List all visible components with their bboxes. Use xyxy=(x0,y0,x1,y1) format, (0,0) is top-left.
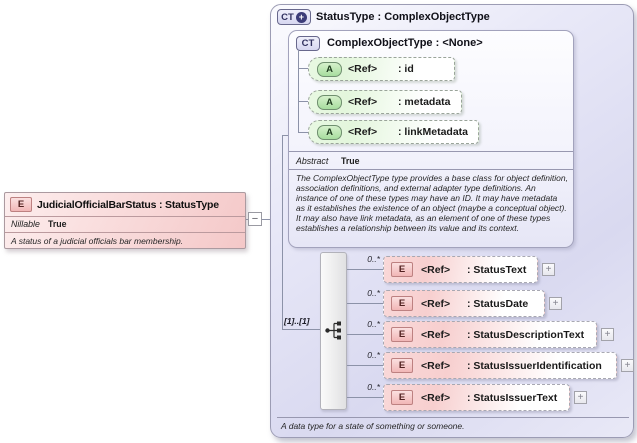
elem-stub-4 xyxy=(347,365,383,366)
element-name: : StatusIssuerIdentification xyxy=(467,359,602,372)
statustype-title: StatusType : ComplexObjectType xyxy=(316,11,490,23)
element-ref-statustext[interactable]: E <Ref> : StatusText + xyxy=(383,256,555,283)
ref-keyword: <Ref> xyxy=(421,297,451,310)
expand-button[interactable]: + xyxy=(574,391,587,404)
element-ref-statusissueridentification[interactable]: E <Ref> : StatusIssuerIdentification + xyxy=(383,352,634,379)
abstract-label: Abstract xyxy=(296,156,329,166)
elem-stub-1 xyxy=(347,269,383,270)
collapse-button[interactable]: − xyxy=(248,212,262,226)
expand-button[interactable]: + xyxy=(601,328,614,341)
connector-base-stub xyxy=(282,135,288,136)
complexobjecttype-description: The ComplexObjectType type provides a ba… xyxy=(296,173,568,233)
occurs-label: 0..* xyxy=(367,288,380,298)
attribute-ref-id[interactable]: A <Ref> : id xyxy=(308,57,455,81)
ct-extension-badge: CT+ xyxy=(277,9,311,25)
element-icon: E xyxy=(391,327,413,342)
ct-badge: CT xyxy=(296,36,320,51)
cardinality-label: [1]..[1] xyxy=(284,316,310,326)
attribute-ref-linkmetadata[interactable]: A <Ref> : linkMetadata xyxy=(308,120,480,144)
element-ref-statusdate[interactable]: E <Ref> : StatusDate + xyxy=(383,290,562,317)
ct-badge-label: CT xyxy=(281,11,294,23)
element-name: : StatusDescriptionText xyxy=(467,328,585,341)
ref-keyword: <Ref> xyxy=(348,126,378,138)
ref-keyword: <Ref> xyxy=(421,328,451,341)
connector-vertical xyxy=(282,135,283,329)
ref-keyword: <Ref> xyxy=(421,263,451,276)
element-icon: E xyxy=(10,197,32,212)
element-name: : StatusDate xyxy=(467,297,529,310)
ref-keyword: <Ref> xyxy=(348,96,378,108)
attribute-name: : id xyxy=(398,63,414,75)
elem-stub-5 xyxy=(347,397,383,398)
element-icon: E xyxy=(391,296,413,311)
separator xyxy=(289,151,573,152)
expand-button[interactable]: + xyxy=(549,297,562,310)
occurs-label: 0..* xyxy=(367,382,380,392)
ref-keyword: <Ref> xyxy=(421,359,451,372)
attr-stub-2 xyxy=(298,101,308,102)
attribute-ref-metadata[interactable]: A <Ref> : metadata xyxy=(308,90,462,114)
element-icon: E xyxy=(391,358,413,373)
attribute-name: : linkMetadata xyxy=(398,126,469,138)
occurs-label: 0..* xyxy=(367,254,380,264)
occurs-label: 0..* xyxy=(367,350,380,360)
element-name: : StatusText xyxy=(467,263,527,276)
sequence-icon xyxy=(325,321,341,340)
attr-stub-3 xyxy=(298,132,308,133)
sequence-compositor-bar[interactable] xyxy=(320,252,347,410)
connector-to-sequence xyxy=(282,329,320,330)
attr-stub-1 xyxy=(298,68,308,69)
attribute-icon: A xyxy=(317,61,342,77)
attr-tree-line xyxy=(298,50,299,133)
complexobjecttype-title: ComplexObjectType : <None> xyxy=(327,37,483,49)
separator xyxy=(277,417,629,418)
element-ref-statusissuertext[interactable]: E <Ref> : StatusIssuerText + xyxy=(383,384,587,411)
separator xyxy=(5,216,245,217)
attribute-icon: A xyxy=(317,124,342,140)
judicialofficialbarstatus-title: JudicialOfficialBarStatus : StatusType xyxy=(37,199,219,211)
attribute-icon: A xyxy=(317,94,342,110)
nillable-label: Nillable xyxy=(11,219,40,229)
occurs-label: 0..* xyxy=(367,319,380,329)
element-description: A status of a judicial officials bar mem… xyxy=(11,236,184,246)
element-icon: E xyxy=(391,262,413,277)
nillable-value: True xyxy=(48,219,67,229)
statustype-description: A data type for a state of something or … xyxy=(281,421,465,431)
ref-keyword: <Ref> xyxy=(348,63,378,75)
element-ref-statusdescriptiontext[interactable]: E <Ref> : StatusDescriptionText + xyxy=(383,321,614,348)
expand-button[interactable]: + xyxy=(621,359,634,372)
elem-stub-2 xyxy=(347,303,383,304)
judicialofficialbarstatus-box[interactable] xyxy=(4,192,246,249)
separator xyxy=(289,169,573,170)
ref-keyword: <Ref> xyxy=(421,391,451,404)
element-icon: E xyxy=(391,390,413,405)
abstract-value: True xyxy=(341,156,360,166)
attribute-name: : metadata xyxy=(398,96,451,108)
separator xyxy=(5,232,245,233)
expand-button[interactable]: + xyxy=(542,263,555,276)
plus-circle-icon: + xyxy=(295,11,307,23)
element-name: : StatusIssuerText xyxy=(467,391,558,404)
elem-stub-3 xyxy=(347,334,383,335)
